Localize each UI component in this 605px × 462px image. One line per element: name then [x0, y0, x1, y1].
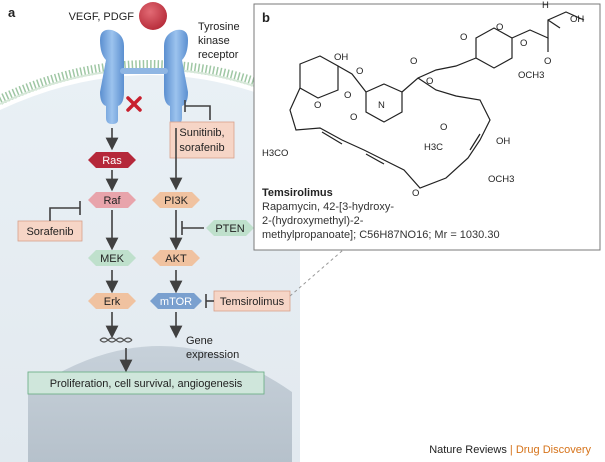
link-line: [289, 243, 351, 297]
temsirolimus-inhibit-line: [205, 294, 214, 308]
node-mek: MEK: [88, 250, 136, 266]
node-akt: AKT: [152, 250, 200, 266]
receptor-label-3: receptor: [198, 49, 239, 61]
svg-text:PI3K: PI3K: [164, 195, 189, 207]
sunitinib-label-1: Sunitinib,: [179, 127, 224, 139]
compound-name: Temsirolimus: [262, 187, 333, 199]
sorafenib-inhibit-line: [49, 201, 81, 221]
node-mtor: mTOR: [150, 293, 202, 309]
svg-text:O: O: [314, 100, 321, 111]
inhibition-x-mark: [126, 96, 142, 112]
svg-text:Raf: Raf: [103, 195, 121, 207]
panel-a-letter: a: [8, 5, 16, 20]
temsirolimus-label: Temsirolimus: [220, 296, 285, 308]
outcome-box: [27, 371, 265, 395]
svg-text:mTOR: mTOR: [160, 296, 192, 308]
svg-text:AKT: AKT: [165, 253, 187, 265]
gene-expression-label-1: Gene: [186, 335, 213, 347]
svg-text:O: O: [412, 188, 419, 199]
journal-name: Nature Reviews: [429, 444, 507, 456]
svg-text:O: O: [344, 90, 351, 101]
svg-text:O: O: [426, 76, 433, 87]
svg-text:O: O: [410, 56, 417, 67]
svg-text:PTEN: PTEN: [215, 223, 244, 235]
svg-text:H3C: H3C: [424, 142, 443, 153]
svg-text:O: O: [520, 38, 527, 49]
svg-text:OH: OH: [496, 136, 510, 147]
gene-expression-label-2: expression: [186, 349, 239, 361]
node-ras: Ras: [88, 152, 136, 168]
panel-b-box: [253, 3, 601, 251]
svg-text:OCH3: OCH3: [488, 174, 514, 185]
pten-inhibit-line: [181, 221, 204, 235]
sunitinib-box: [169, 121, 235, 159]
node-erk: Erk: [88, 293, 136, 309]
temsirolimus-structure: [289, 11, 585, 189]
svg-text:O: O: [544, 56, 551, 67]
svg-text:O: O: [356, 66, 363, 77]
panel-b-letter: b: [262, 10, 270, 25]
sorafenib-label: Sorafenib: [26, 226, 73, 238]
svg-text:H: H: [542, 0, 549, 11]
dna-icon: [99, 337, 133, 343]
compound-description-2: 2-(hydroxymethyl)-2-: [262, 215, 364, 227]
svg-text:O: O: [440, 122, 447, 133]
svg-text:OH: OH: [570, 14, 584, 25]
svg-text:H3CO: H3CO: [262, 148, 288, 159]
receptor-label-1: Tyrosine: [198, 21, 240, 33]
sunitinib-inhibit-line: [184, 100, 211, 120]
journal-separator: |: [509, 444, 513, 456]
receptor-label-2: kinase: [198, 35, 230, 47]
svg-text:Erk: Erk: [104, 296, 121, 308]
svg-text:OH: OH: [334, 52, 348, 63]
sunitinib-label-2: sorafenib: [179, 142, 224, 154]
receptor: [100, 29, 188, 124]
outcome-label: Proliferation, cell survival, angiogenes…: [50, 378, 243, 390]
svg-text:Ras: Ras: [102, 155, 122, 167]
svg-text:N: N: [378, 100, 385, 111]
structure-labels: OH OH O O O O O N O O O O OCH3 H3CO H3C …: [262, 0, 584, 199]
svg-text:MEK: MEK: [100, 253, 125, 265]
ligand-label: VEGF, PDGF: [69, 11, 135, 23]
ligand: [139, 2, 167, 30]
node-pten: PTEN: [206, 220, 254, 236]
svg-text:O: O: [496, 22, 503, 33]
journal-footer: Nature Reviews | Drug Discovery: [429, 444, 591, 456]
journal-section: Drug Discovery: [515, 444, 591, 456]
svg-text:OCH3: OCH3: [518, 70, 544, 81]
node-raf: Raf: [88, 192, 136, 208]
svg-text:O: O: [350, 112, 357, 123]
svg-text:O: O: [460, 32, 467, 43]
node-pi3k: PI3K: [152, 192, 200, 208]
compound-description-1: Rapamycin, 42-[3-hydroxy-: [262, 201, 394, 213]
compound-description-3: methylpropanoate]; C56H87NO16; Mr = 1030…: [262, 229, 500, 241]
